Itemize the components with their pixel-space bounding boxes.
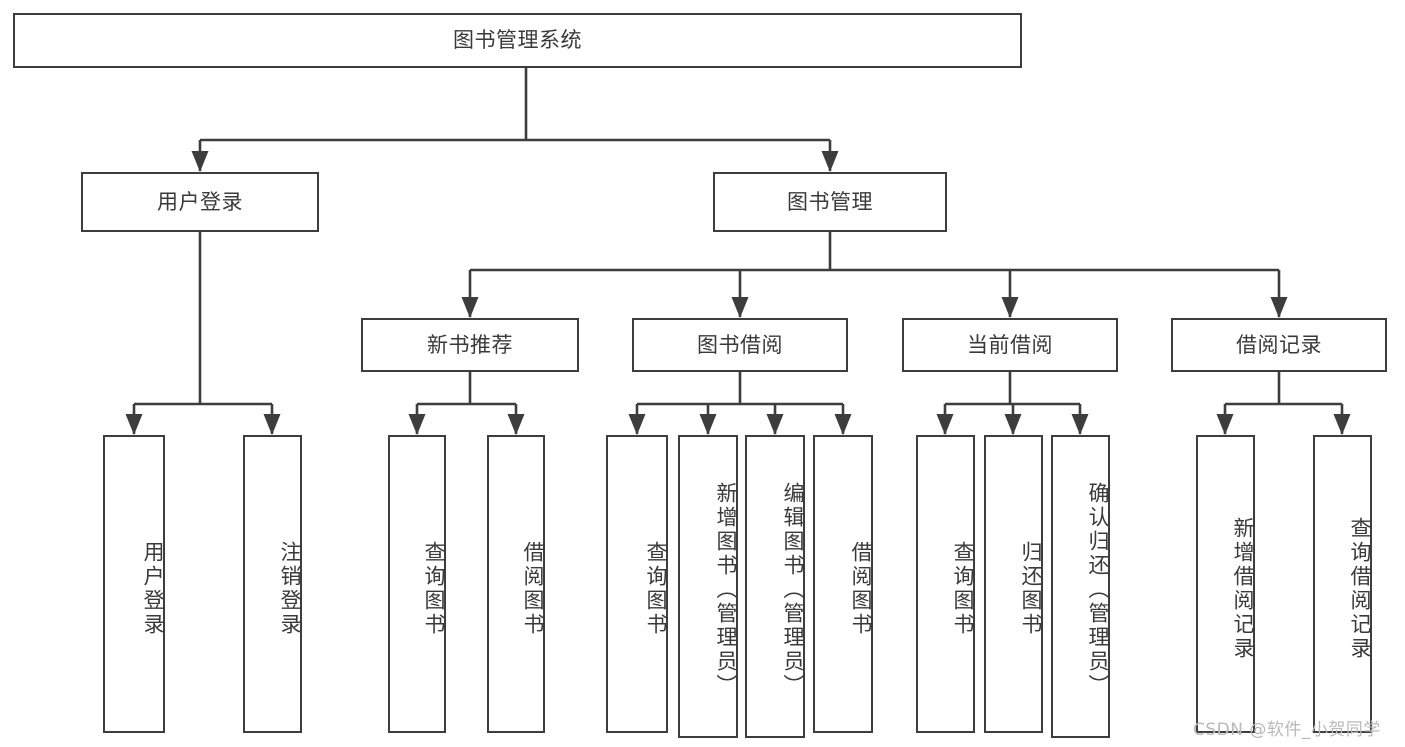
conn-new-book-rec-arrowhead-1 bbox=[507, 414, 525, 435]
node-label: 新书推荐 bbox=[427, 332, 513, 357]
node-current-borrow: 当前借阅 bbox=[902, 318, 1118, 372]
node-leaf-edit-book-admin: 编辑图书（管理员） bbox=[745, 435, 805, 738]
conn-current-borrow-arrowhead-2 bbox=[1071, 414, 1089, 435]
node-leaf-user-logout: 注销登录 bbox=[243, 435, 302, 733]
node-leaf-query-book-borrow: 查询图书 bbox=[606, 435, 668, 733]
conn-book-manage-arrowhead-0 bbox=[461, 297, 479, 318]
watermark-text: CSDN @软件_小贺同学 bbox=[1193, 720, 1381, 740]
node-label: 借阅图书 bbox=[849, 541, 873, 637]
conn-book-borrow-arrowhead-1 bbox=[699, 414, 717, 435]
node-label: 用户登录 bbox=[157, 189, 243, 214]
node-label: 归还图书 bbox=[1019, 541, 1043, 637]
node-label: 用户登录 bbox=[141, 541, 165, 637]
node-new-book-rec: 新书推荐 bbox=[361, 318, 579, 372]
node-book-borrow: 图书借阅 bbox=[632, 318, 848, 372]
node-label: 借阅图书 bbox=[521, 541, 545, 637]
node-leaf-return-book: 归还图书 bbox=[984, 435, 1043, 733]
node-label: 借阅记录 bbox=[1236, 332, 1322, 357]
node-leaf-query-book-rec: 查询图书 bbox=[388, 435, 446, 733]
conn-book-borrow-arrowhead-3 bbox=[834, 414, 852, 435]
conn-current-borrow-arrowhead-0 bbox=[936, 414, 954, 435]
node-leaf-add-book-admin: 新增图书（管理员） bbox=[678, 435, 738, 738]
node-label: 注销登录 bbox=[278, 541, 302, 637]
conn-new-book-rec-arrowhead-0 bbox=[408, 414, 426, 435]
conn-book-manage-arrowhead-1 bbox=[731, 297, 749, 318]
node-leaf-confirm-return-admin: 确认归还（管理员） bbox=[1051, 435, 1110, 738]
node-leaf-borrow-book-rec: 借阅图书 bbox=[487, 435, 545, 733]
conn-book-manage-arrowhead-2 bbox=[1001, 297, 1019, 318]
node-label: 确认归还（管理员） bbox=[1086, 481, 1110, 698]
node-root: 图书管理系统 bbox=[13, 13, 1022, 68]
conn-book-borrow-arrowhead-0 bbox=[628, 414, 646, 435]
node-label: 查询借阅记录 bbox=[1348, 517, 1372, 661]
conn-user-login-arrowhead-1 bbox=[263, 414, 281, 435]
conn-user-login-arrowhead-0 bbox=[125, 414, 143, 435]
conn-current-borrow-arrowhead-1 bbox=[1004, 414, 1022, 435]
node-label: 新增借阅记录 bbox=[1231, 517, 1255, 661]
node-label: 查询图书 bbox=[644, 541, 668, 637]
node-label: 图书管理系统 bbox=[453, 28, 582, 52]
node-leaf-add-borrow-record: 新增借阅记录 bbox=[1196, 435, 1255, 733]
conn-borrow-record-arrowhead-0 bbox=[1216, 414, 1234, 435]
node-leaf-borrow-book: 借阅图书 bbox=[813, 435, 873, 733]
node-leaf-query-borrow-record: 查询借阅记录 bbox=[1313, 435, 1372, 733]
node-label: 新增图书（管理员） bbox=[714, 481, 738, 698]
conn-book-borrow-arrowhead-2 bbox=[766, 414, 784, 435]
node-user-login: 用户登录 bbox=[81, 172, 319, 232]
conn-root-arrowhead-1 bbox=[821, 151, 839, 172]
conn-root-arrowhead-0 bbox=[191, 151, 209, 172]
node-label: 图书借阅 bbox=[697, 332, 783, 357]
node-label: 编辑图书（管理员） bbox=[781, 481, 805, 698]
node-label: 图书管理 bbox=[787, 189, 873, 214]
node-label: 当前借阅 bbox=[967, 332, 1053, 357]
node-borrow-record: 借阅记录 bbox=[1171, 318, 1387, 372]
node-book-manage: 图书管理 bbox=[713, 172, 947, 232]
node-label: 查询图书 bbox=[951, 541, 975, 637]
node-label: 查询图书 bbox=[422, 541, 446, 637]
node-leaf-query-book-current: 查询图书 bbox=[916, 435, 975, 733]
conn-borrow-record-arrowhead-1 bbox=[1333, 414, 1351, 435]
conn-book-manage-arrowhead-3 bbox=[1270, 297, 1288, 318]
node-leaf-user-login: 用户登录 bbox=[103, 435, 165, 733]
